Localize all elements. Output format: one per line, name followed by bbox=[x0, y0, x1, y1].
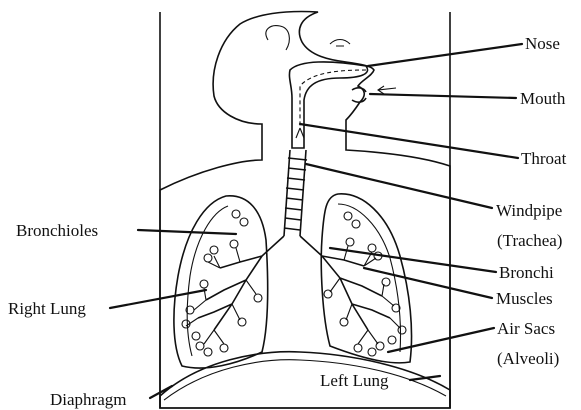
label-trachea: (Trachea) bbox=[497, 231, 562, 250]
windpipe-leader bbox=[306, 164, 492, 208]
label-alveoli: (Alveoli) bbox=[497, 349, 559, 368]
label-diaphragm: Diaphragm bbox=[50, 390, 126, 409]
bronchial-tree bbox=[182, 210, 406, 356]
nose-leader bbox=[368, 44, 522, 66]
bronchi-leader bbox=[330, 248, 496, 272]
label-windpipe: Windpipe bbox=[496, 201, 562, 220]
left-lung bbox=[321, 194, 411, 363]
label-left-lung: Left Lung bbox=[320, 371, 389, 390]
left-lung-leader bbox=[410, 376, 440, 380]
right-lung-leader bbox=[110, 290, 206, 308]
label-nose: Nose bbox=[525, 34, 560, 53]
throat-leader bbox=[300, 124, 518, 158]
air-sacs-leader bbox=[388, 328, 494, 352]
trachea bbox=[284, 150, 307, 236]
label-bronchi: Bronchi bbox=[499, 263, 554, 282]
mouth-leader bbox=[370, 94, 516, 98]
label-air-sacs: Air Sacs bbox=[497, 319, 555, 338]
right-lung bbox=[174, 196, 268, 368]
airway-passage bbox=[289, 62, 396, 148]
bronchioles-leader bbox=[138, 230, 236, 234]
label-bronchioles: Bronchioles bbox=[16, 221, 98, 240]
leader-lines bbox=[110, 44, 522, 398]
labels: Nose Mouth Throat Windpipe (Trachea) Bro… bbox=[8, 34, 567, 409]
label-right-lung: Right Lung bbox=[8, 299, 86, 318]
label-mouth: Mouth bbox=[520, 89, 566, 108]
label-throat: Throat bbox=[521, 149, 567, 168]
muscles-leader bbox=[364, 268, 492, 298]
diaphragm bbox=[160, 352, 450, 408]
label-muscles: Muscles bbox=[496, 289, 553, 308]
